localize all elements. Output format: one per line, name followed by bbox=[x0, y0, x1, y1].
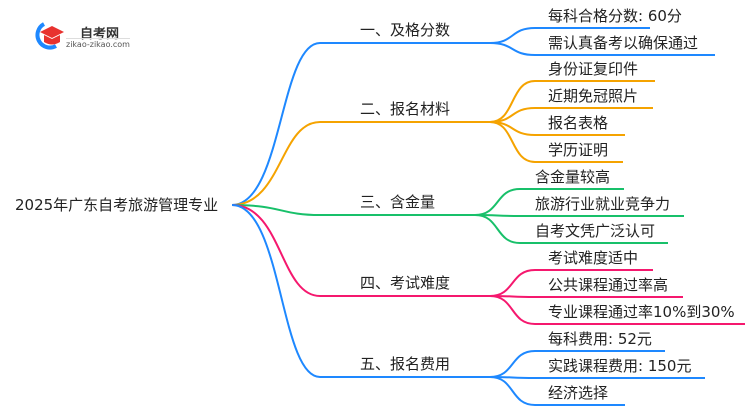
leaf-connector bbox=[489, 376, 705, 379]
leaf-node: 经济选择 bbox=[548, 384, 609, 402]
leaf-node: 需认真备考以确保通过 bbox=[548, 34, 699, 52]
leaf-node: 公共课程通过率高 bbox=[548, 276, 669, 294]
leaf-node: 旅游行业就业竞争力 bbox=[535, 195, 671, 213]
graduation-cap-icon bbox=[35, 22, 64, 50]
leaf-node: 自考文凭广泛认可 bbox=[535, 222, 656, 240]
logo bbox=[30, 20, 150, 50]
branch-node: 五、报名费用 bbox=[360, 355, 451, 373]
branch-node: 四、考试难度 bbox=[360, 274, 451, 292]
leaf-node: 身份证复印件 bbox=[548, 60, 639, 78]
branch-connector bbox=[231, 42, 490, 206]
leaf-connector bbox=[474, 214, 668, 244]
leaf-connector bbox=[489, 121, 623, 163]
logo-url: zikao-zikao.com bbox=[66, 38, 130, 49]
branch-node: 一、及格分数 bbox=[360, 21, 451, 39]
leaf-node: 学历证明 bbox=[548, 141, 609, 159]
leaf-node: 报名表格 bbox=[548, 114, 609, 132]
branch-connector bbox=[231, 121, 490, 206]
leaf-node: 含金量较高 bbox=[535, 168, 611, 186]
leaf-node: 每科费用: 52元 bbox=[548, 330, 652, 348]
branch-connector bbox=[231, 204, 490, 297]
leaf-node: 近期免冠照片 bbox=[548, 87, 639, 105]
leaf-connector bbox=[489, 80, 655, 123]
leaf-connector bbox=[489, 295, 745, 325]
leaf-connector bbox=[474, 214, 684, 217]
leaf-connector bbox=[489, 42, 715, 56]
branch-connector bbox=[231, 204, 475, 216]
leaf-node: 实践课程费用: 150元 bbox=[548, 357, 692, 375]
root-node: 2025年广东自考旅游管理专业 bbox=[15, 196, 219, 214]
branch-connector bbox=[231, 204, 490, 378]
leaf-node: 每科合格分数: 60分 bbox=[548, 7, 682, 25]
leaf-connector bbox=[489, 376, 625, 406]
leaf-connector bbox=[489, 295, 683, 298]
branch-node: 二、报名材料 bbox=[360, 100, 451, 118]
leaf-node: 考试难度适中 bbox=[548, 249, 639, 267]
branch-node: 三、含金量 bbox=[360, 193, 436, 211]
leaf-node: 专业课程通过率10%到30% bbox=[548, 303, 735, 321]
